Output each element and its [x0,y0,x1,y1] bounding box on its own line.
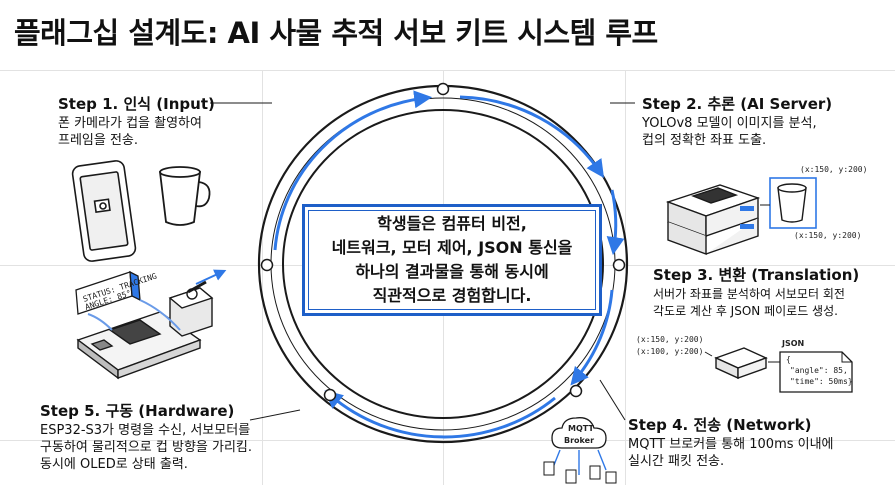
step-5-line: 구동하여 물리적으로 컵 방향을 가리킴. [40,440,253,455]
json-title: JSON [781,339,804,348]
step-4-description: MQTT 브로커를 통해 100ms 이내에 실시간 패킷 전송. [628,436,834,470]
ring-node [569,384,583,398]
step-2-description: YOLOv8 모델이 이미지를 분석, 컵의 정확한 좌표 도출. [642,115,832,149]
step-5-line: 동시에 OLED로 상태 출력. [40,457,188,472]
mqtt-label-2: Broker [564,436,594,445]
center-line: 하나의 결과물을 통해 동시에 [355,262,549,281]
coord-label-bottom: (x:150, y:200) [794,231,861,240]
step-1-description: 폰 카메라가 컵을 촬영하여 프레임을 전송. [58,115,215,149]
step-1-line: 폰 카메라가 컵을 촬영하여 [58,116,202,131]
step-3-title: Step 3. 변환 (Translation) [653,266,860,284]
esp32-board-icon [76,311,202,380]
mqtt-label-1: MQTT [568,424,594,433]
processor-icon [714,347,768,380]
center-line: 학생들은 컴퓨터 비전, [377,214,527,233]
json-open: { [786,355,791,364]
packet-icons [543,461,617,484]
json-document-icon [779,351,853,393]
step-4-title: Step 4. 전송 (Network) [628,416,812,434]
ring-node [323,388,337,402]
ring-node [612,258,626,272]
step-5-title: Step 5. 구동 (Hardware) [40,402,235,420]
ring-node [436,82,450,96]
step-2-callout: Step 2. 추론 (AI Server) YOLOv8 모델이 이미지를 분… [642,95,832,149]
ring-nodes [260,82,626,402]
flow-arrow-step5-to-step1 [273,90,433,251]
step-2-line: YOLOv8 모델이 이미지를 분석, [642,116,817,131]
step-1-callout: Step 1. 인식 (Input) 폰 카메라가 컵을 촬영하여 프레임을 전… [58,95,215,149]
step-4-line: MQTT 브로커를 통해 100ms 이내에 [628,437,834,452]
center-line: 네트워크, 모터 제어, JSON 통신을 [331,238,573,257]
coord-input-2: (x:100, y:200) [636,347,703,356]
step-4-line: 실시간 패킷 전송. [628,454,725,469]
center-line: 직관적으로 경험합니다. [372,286,532,305]
server-icon [665,184,761,256]
flow-arrow-step4-to-step5 [324,390,556,439]
wiring-cable [139,299,181,331]
step-5-line: ESP32-S3가 명령을 수신, 서보모터를 [40,423,251,438]
step-1-line: 프레임을 전송. [58,133,139,148]
step-3-line: 각도로 계산 후 JSON 페이로드 생성. [653,304,838,318]
flow-arrow-step1-to-step2 [459,95,605,178]
ring-node [260,258,274,272]
flow-arrow-step3-to-step4 [570,289,614,386]
step-2-line: 컵의 정확한 좌표 도출. [642,133,767,148]
phone-icon [71,160,137,262]
callout-lines [210,102,635,421]
center-summary-box: 학생들은 컴퓨터 비전, 네트워크, 모터 제어, JSON 통신을 하나의 결… [302,204,602,316]
step-4-callout: Step 4. 전송 (Network) MQTT 브로커를 통해 100ms … [628,416,834,470]
step-2-title: Step 2. 추론 (AI Server) [642,95,833,113]
wiring-cable [87,313,113,331]
detected-cup-icon [777,183,807,223]
flow-arrows [273,90,625,439]
coord-input-1: (x:150, y:200) [636,335,703,344]
step-1-title: Step 1. 인식 (Input) [58,95,215,113]
step-5-description: ESP32-S3가 명령을 수신, 서보모터를 구동하여 물리적으로 컵 방향을… [40,422,252,473]
oled-display-icon [75,270,141,315]
step-3-line: 서버가 좌표를 분석하여 서보모터 회전 [653,287,845,301]
step-3-description: 서버가 좌표를 분석하여 서보모터 회전 각도로 계산 후 JSON 페이로드 … [653,286,859,320]
json-angle: "angle": 85, [790,366,848,375]
flow-arrow-step2-to-step3 [606,189,625,256]
page-title: 플래그십 설계도: AI 사물 추적 서보 키트 시스템 루프 [14,16,658,50]
cup-icon [158,166,211,226]
step-5-callout: Step 5. 구동 (Hardware) ESP32-S3가 명령을 수신, … [40,402,252,473]
detection-box [769,177,817,229]
servo-motor-icon [168,280,214,337]
mqtt-cloud-icon [551,417,607,449]
servo-direction-arrow [195,269,227,285]
step-3-callout: Step 3. 변환 (Translation) 서버가 좌표를 분석하여 서보… [653,266,859,320]
coord-label-top: (x:150, y:200) [800,165,867,174]
json-time: "time": 50ms} [790,377,853,386]
